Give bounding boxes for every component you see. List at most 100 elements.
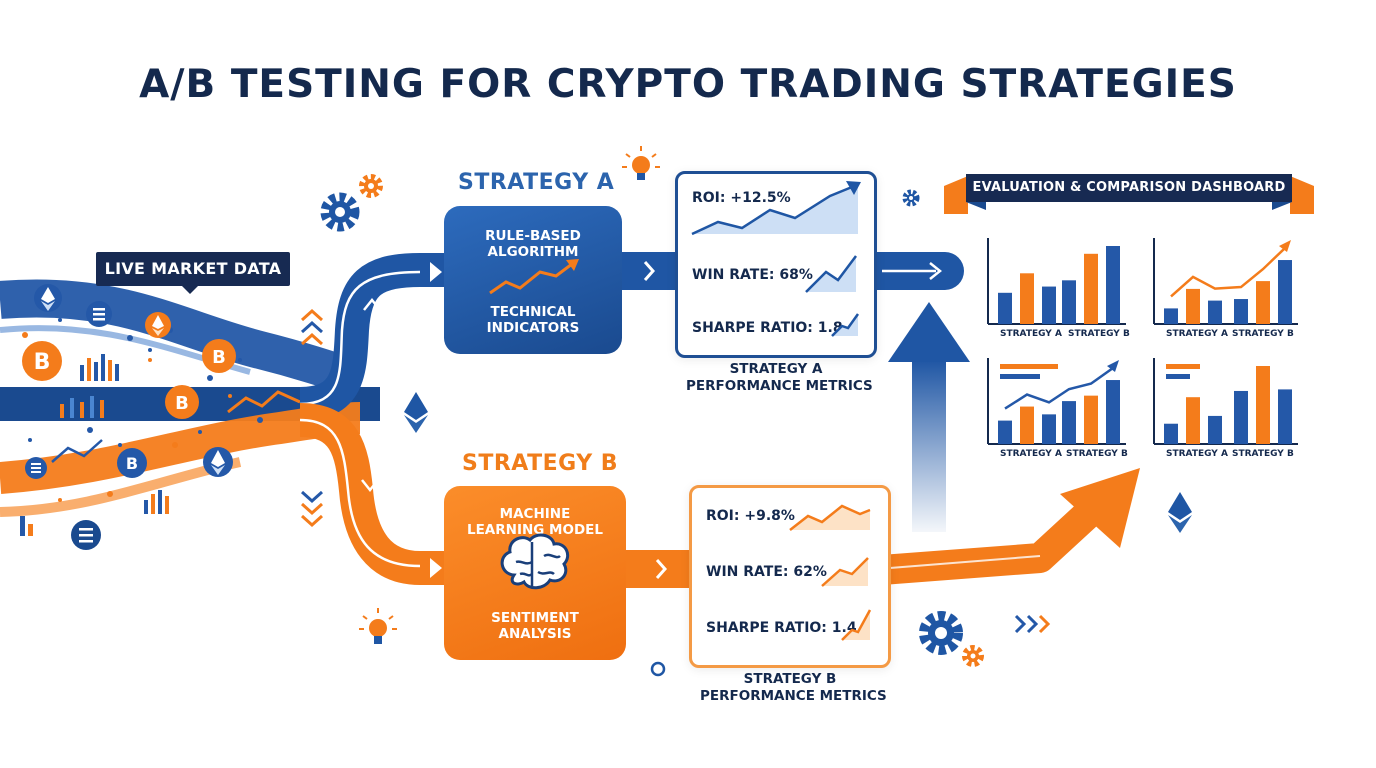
gear-icon	[919, 611, 963, 655]
chart4-label-a: STRATEGY A	[1166, 449, 1228, 459]
stack-coin-icon	[86, 301, 112, 327]
roi-a: ROI: +12.5%	[692, 190, 791, 206]
box-b-line: ANALYSIS	[498, 626, 572, 642]
live-market-data-label: LIVE MARKET DATA	[96, 252, 290, 286]
chart-bar	[1256, 366, 1270, 444]
data-particles-orange	[22, 332, 232, 502]
caption-line: PERFORMANCE METRICS	[700, 688, 887, 704]
chevron-icon	[655, 559, 668, 579]
chevron-icon	[643, 261, 656, 281]
gear-icon	[320, 192, 360, 232]
chart-bar	[998, 292, 1012, 324]
box-a-line: INDICATORS	[486, 320, 580, 336]
chart-bar	[1234, 390, 1248, 444]
strategy-b-caption: STRATEGY B PERFORMANCE METRICS	[700, 671, 887, 705]
tag-pointer	[182, 286, 198, 294]
gear-icon	[902, 189, 920, 207]
svg-text:B: B	[126, 454, 138, 473]
chart-bar	[1208, 300, 1222, 324]
page-title: A/B TESTING FOR CRYPTO TRADING STRATEGIE…	[139, 62, 1237, 107]
chart-trend-line	[1004, 367, 1114, 410]
chart-bar	[1164, 308, 1178, 324]
sharpe-ratio-a: SHARPE RATIO: 1.8	[692, 320, 843, 336]
chart-trend-line	[1170, 247, 1286, 298]
caption-line: STRATEGY A	[729, 361, 823, 377]
ethereum-icon	[1168, 492, 1192, 533]
lightbulb-icon	[359, 608, 397, 644]
box-b-line: SENTIMENT	[491, 610, 579, 626]
chart4-label-b: STRATEGY B	[1232, 449, 1294, 459]
chart-trend-arrow	[1279, 240, 1291, 253]
chart-legend-bar	[1166, 374, 1190, 379]
chevron-up-icon	[300, 308, 324, 346]
strategy-b-metrics-card: ROI: +9.8% WIN RATE: 62% SHARPE RATIO: 1…	[689, 485, 891, 668]
chart-bar	[1208, 415, 1222, 444]
ethereum-icon	[145, 312, 171, 338]
stack-coin-icon	[25, 457, 47, 479]
chart1-label-a: STRATEGY A	[1000, 329, 1062, 339]
chart-bar	[1020, 406, 1034, 444]
chart-bar	[1042, 414, 1056, 444]
chart-bar	[1042, 286, 1056, 324]
chart-bar	[1062, 401, 1076, 444]
strategy-b-title: STRATEGY B	[462, 451, 619, 476]
ribbon-end	[1290, 176, 1314, 214]
arrow-head-icon	[430, 262, 442, 282]
chart-bar	[1186, 288, 1200, 324]
chevron-down-icon	[300, 490, 324, 528]
sharpe-ratio-b: SHARPE RATIO: 1.4	[706, 620, 857, 636]
chart3-label-a: STRATEGY A	[1000, 449, 1062, 459]
chart-bar	[1278, 389, 1292, 444]
box-a-line: ALGORITHM	[487, 244, 579, 260]
win-rate-a: WIN RATE: 68%	[692, 267, 813, 283]
strategy-a-caption: STRATEGY A PERFORMANCE METRICS	[686, 361, 873, 395]
ethereum-icon	[203, 447, 233, 477]
chart2-label-a: STRATEGY A	[1166, 329, 1228, 339]
chart-bar	[1278, 260, 1292, 324]
chart-legend-bar	[1166, 364, 1200, 369]
chevron-right-icon	[1014, 614, 1051, 634]
connector-a1	[618, 252, 678, 290]
flow-arrow-a	[299, 253, 444, 421]
chart-bar	[1256, 281, 1270, 324]
bitcoin-icon: B	[202, 339, 236, 373]
arrow-head-icon	[430, 558, 442, 578]
ring-icon	[650, 661, 666, 677]
chart-trend-arrow	[1107, 360, 1119, 373]
chart1-label-b: STRATEGY B	[1068, 329, 1130, 339]
chart-bar	[1106, 380, 1120, 444]
caption-line: STRATEGY B	[743, 671, 837, 687]
ethereum-icon	[404, 392, 428, 433]
strategy-b-model-box: MACHINE LEARNING MODEL SENTIMENT ANALYSI…	[444, 486, 626, 660]
chart-legend-bar	[1000, 374, 1040, 379]
chart-bar	[1020, 273, 1034, 324]
upward-arrow	[888, 302, 970, 532]
win-rate-b: WIN RATE: 62%	[706, 564, 827, 580]
chart-bar	[1084, 253, 1098, 324]
flow-arrow-b-out	[880, 500, 1101, 585]
chart3-label-b: STRATEGY B	[1066, 449, 1128, 459]
chart-bar	[1164, 423, 1178, 444]
roi-b: ROI: +9.8%	[706, 508, 795, 524]
dashboard-title: EVALUATION & COMPARISON DASHBOARD	[966, 174, 1292, 202]
gear-icon	[359, 174, 383, 198]
svg-text:B: B	[34, 350, 51, 375]
svg-text:B: B	[175, 393, 189, 414]
caption-line: PERFORMANCE METRICS	[686, 378, 873, 394]
chart-bar	[1234, 299, 1248, 324]
strategy-a-metrics-card: ROI: +12.5% WIN RATE: 68% SHARPE RATIO: …	[675, 171, 877, 358]
svg-text:B: B	[212, 347, 226, 368]
strategy-a-algorithm-box: RULE-BASED ALGORITHM TECHNICAL INDICATOR…	[444, 206, 622, 354]
chart-bar	[1062, 280, 1076, 324]
bitcoin-icon: B	[117, 448, 147, 478]
chart-bar	[1084, 395, 1098, 444]
dashboard-charts	[987, 238, 1298, 445]
strategy-a-title: STRATEGY A	[458, 170, 615, 195]
gear-icon	[962, 645, 984, 667]
box-b-line: MACHINE	[499, 506, 571, 522]
chart-bar	[1106, 246, 1120, 324]
bitcoin-icon: B	[22, 341, 62, 381]
chart-legend-bar	[1000, 364, 1058, 369]
lightbulb-icon	[622, 146, 660, 180]
chart-bar	[1186, 397, 1200, 444]
